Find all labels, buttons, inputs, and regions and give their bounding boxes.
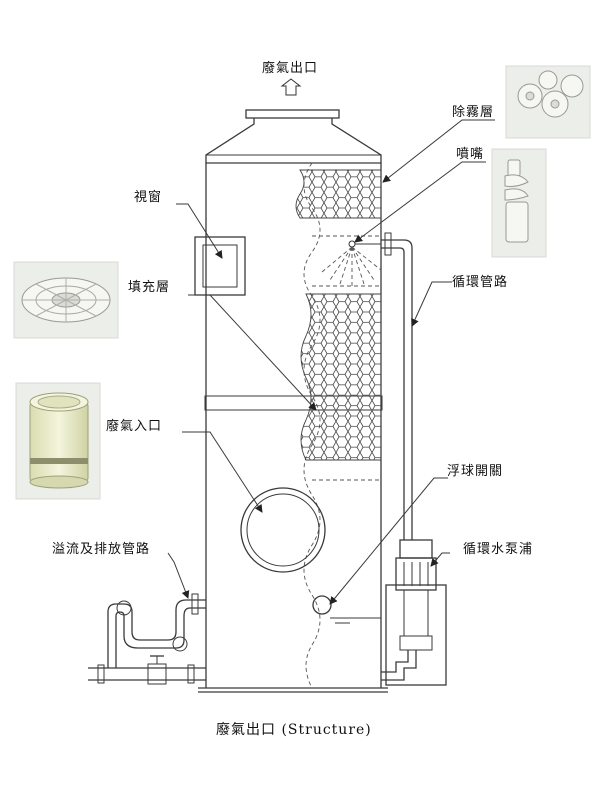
- tower-top: [205, 109, 382, 164]
- leader-lines: [167, 119, 495, 605]
- packing-layer: [300, 293, 382, 461]
- label-pump: 循環水泵浦: [463, 542, 533, 557]
- circulation-pipe: [381, 232, 413, 540]
- view-window: [194, 236, 246, 296]
- label-nozzle: 噴嘴: [456, 147, 484, 162]
- outlet-title: 廢氣出口: [262, 61, 318, 76]
- label-circulation-pipe: 循環管路: [452, 274, 508, 290]
- spray-nozzle: [321, 240, 382, 286]
- label-window: 視窗: [134, 189, 162, 205]
- demister-layer: [295, 169, 382, 219]
- photo-packing-wheel: [13, 261, 119, 339]
- photo-mist-eliminator: [505, 65, 591, 139]
- overflow-drain-pipe: [88, 593, 206, 685]
- outlet-arrow-icon: [280, 78, 302, 96]
- label-gas-inlet: 廢氣入口: [106, 419, 162, 434]
- label-overflow-pipe: 溢流及排放管路: [52, 541, 150, 557]
- diagram-caption: 廢氣出口 (Structure): [216, 721, 372, 738]
- label-packing-layer: 填充層: [128, 279, 170, 295]
- label-float-switch: 浮球開關: [447, 464, 503, 479]
- photo-nozzle: [491, 148, 547, 258]
- gas-inlet-ring: [240, 487, 326, 573]
- label-mist-layer: 除霧層: [452, 105, 494, 120]
- float-ball: [312, 595, 332, 615]
- circulation-pump: [381, 539, 447, 686]
- photo-cylinder: [15, 382, 101, 500]
